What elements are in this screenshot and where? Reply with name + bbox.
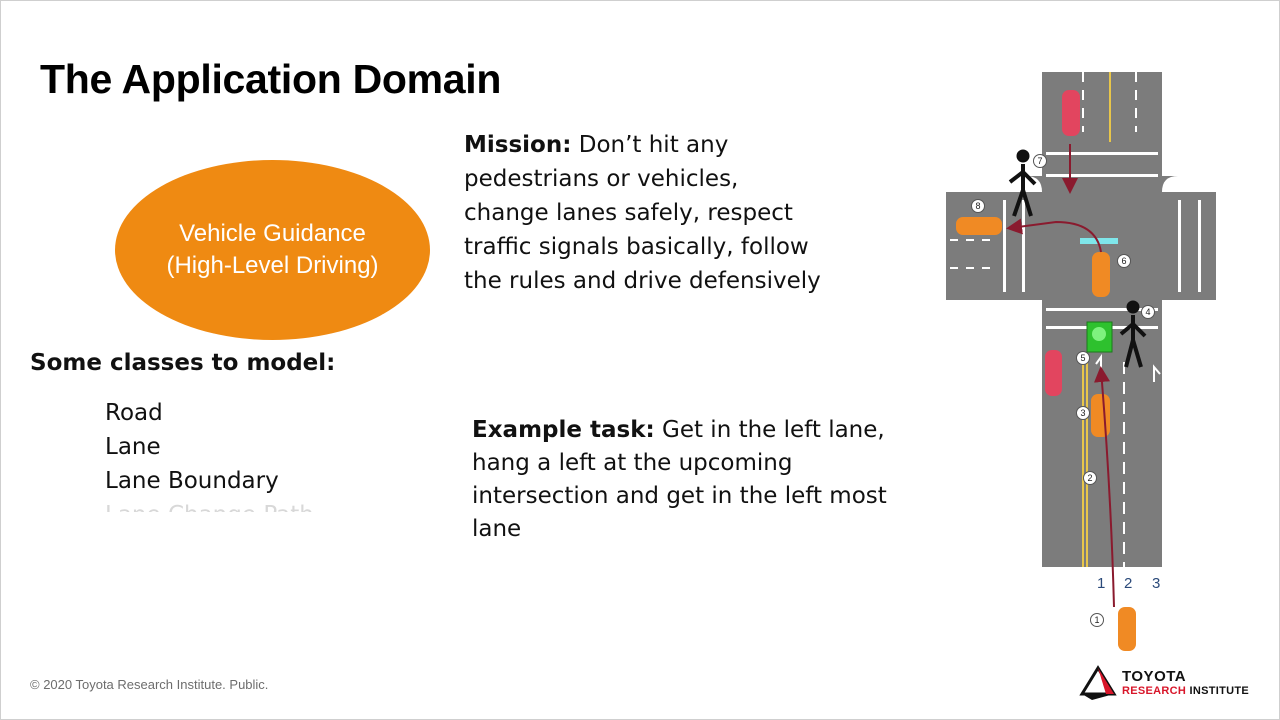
example-task-text: Example task: Get in the left lane, hang… bbox=[472, 414, 892, 546]
mission-label: Mission: bbox=[464, 132, 572, 158]
step-markers: 1 2 3 4 5 6 7 8 bbox=[971, 154, 1155, 627]
svg-text:7: 7 bbox=[1037, 156, 1042, 166]
toyota-research-institute-logo: TOYOTA RESEARCH INSTITUTE bbox=[1078, 664, 1258, 704]
classes-list: Road Lane Lane Boundary Lane Change Path bbox=[105, 396, 314, 512]
red-car-top bbox=[1062, 90, 1080, 136]
vehicle-guidance-ellipse: Vehicle Guidance (High-Level Driving) bbox=[115, 160, 430, 340]
orange-car-turning bbox=[1092, 252, 1110, 297]
tri-logo-icon bbox=[1079, 665, 1117, 700]
copyright-footer: © 2020 Toyota Research Institute. Public… bbox=[30, 677, 269, 692]
lane-number-1: 1 bbox=[1097, 575, 1105, 592]
class-item-lane-boundary: Lane Boundary bbox=[105, 468, 279, 494]
svg-text:1: 1 bbox=[1094, 615, 1099, 625]
pedestrian-icon bbox=[1008, 149, 1037, 217]
mission-body: Don’t hit any pedestrians or vehicles, c… bbox=[464, 132, 821, 294]
horizontal-road bbox=[946, 192, 1216, 300]
logo-brand: TOYOTA bbox=[1122, 668, 1187, 685]
svg-text:2: 2 bbox=[1087, 473, 1092, 483]
vertical-road bbox=[1042, 72, 1162, 567]
svg-text:5: 5 bbox=[1080, 353, 1085, 363]
svg-text:6: 6 bbox=[1121, 256, 1126, 266]
example-body: Get in the left lane, hang a left at the… bbox=[472, 417, 887, 542]
svg-text:4: 4 bbox=[1145, 307, 1150, 317]
example-label: Example task: bbox=[472, 417, 655, 443]
orange-car-left bbox=[956, 217, 1002, 235]
orange-car-start bbox=[1118, 607, 1136, 651]
pedestrian-icon bbox=[1119, 300, 1147, 368]
logo-subtitle: RESEARCH INSTITUTE bbox=[1122, 685, 1250, 697]
ellipse-line-2: (High-Level Driving) bbox=[166, 252, 379, 279]
svg-text:8: 8 bbox=[975, 201, 980, 211]
class-item-faded: Lane Change Path bbox=[105, 498, 314, 512]
orange-car-lane bbox=[1091, 394, 1110, 437]
slide-title: The Application Domain bbox=[40, 56, 502, 102]
classes-heading: Some classes to model: bbox=[30, 350, 336, 376]
lane-number-3: 3 bbox=[1152, 575, 1160, 592]
intersection-diagram: 1 2 3 4 5 6 7 8 1 2 3 bbox=[946, 72, 1216, 651]
mission-text: Mission: Don’t hit any pedestrians or ve… bbox=[464, 128, 824, 298]
svg-text:3: 3 bbox=[1080, 408, 1085, 418]
class-item-lane: Lane bbox=[105, 434, 161, 460]
red-car-left bbox=[1045, 350, 1062, 396]
ellipse-line-1: Vehicle Guidance bbox=[179, 220, 366, 247]
lane-number-2: 2 bbox=[1124, 575, 1132, 592]
class-item-road: Road bbox=[105, 400, 163, 426]
